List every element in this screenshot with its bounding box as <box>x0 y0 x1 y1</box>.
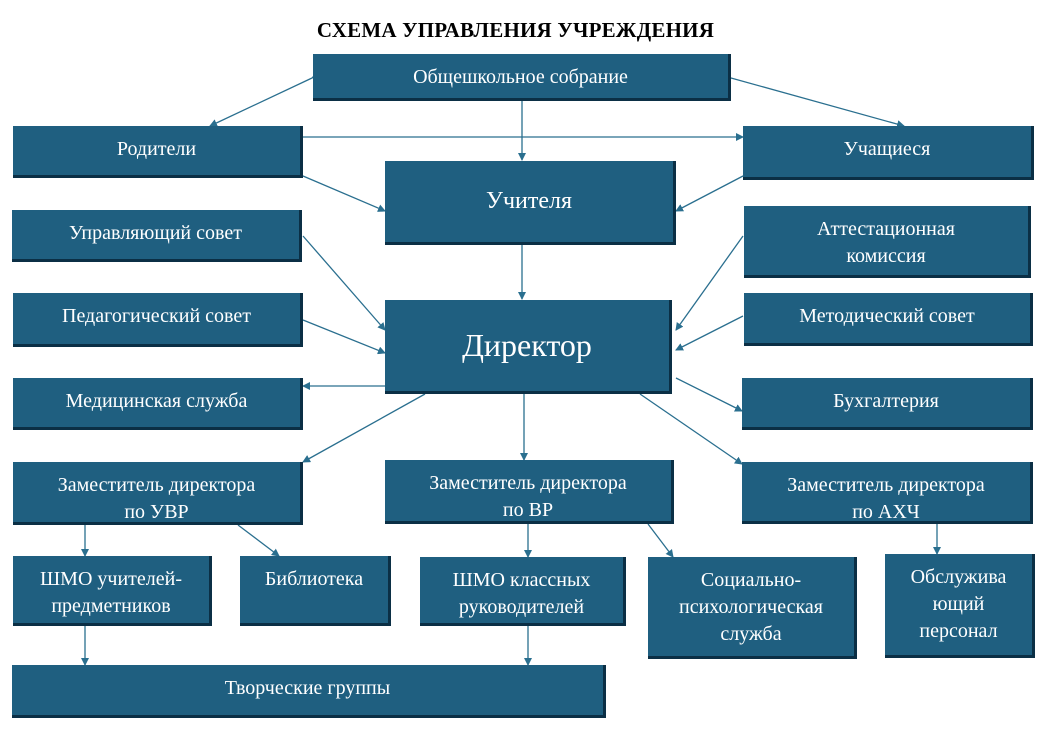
node-director: Директор <box>385 300 672 394</box>
arrow-parents-teachers <box>294 169 386 212</box>
arrow-director-deputy-ahch <box>639 393 743 465</box>
arrow-director-deputy-uvr <box>302 393 426 463</box>
node-library: Библиотека <box>240 556 391 626</box>
node-shmo-subject-teachers: ШМО учителей- предметников <box>13 556 212 626</box>
node-general-meeting: Общешкольное собрание <box>313 54 731 101</box>
node-attestation-commission: Аттестационная комиссия <box>744 206 1031 278</box>
arrow-director-accounting <box>675 377 743 412</box>
node-creative-groups: Творческие группы <box>12 665 606 718</box>
node-medical-service: Медицинская служба <box>13 378 303 430</box>
arrow-attestation-director <box>675 235 744 331</box>
arrow-meeting-students <box>723 72 905 128</box>
arrow-methodical-director <box>675 315 744 351</box>
node-governing-council: Управляющий совет <box>12 210 302 262</box>
arrow-meeting-parents <box>209 71 321 127</box>
node-teachers: Учителя <box>385 161 676 245</box>
diagram-title: СХЕМА УПРАВЛЕНИЯ УЧРЕЖДЕНИЯ <box>316 18 715 42</box>
node-deputy-ahch: Заместитель директора по АХЧ <box>742 462 1033 524</box>
node-pedagogical-council: Педагогический совет <box>13 293 303 347</box>
arrow-vr-social <box>647 523 674 558</box>
arrow-students-teachers <box>675 169 752 212</box>
node-shmo-class-teachers: ШМО классных руководителей <box>420 557 626 626</box>
arrow-governing-director <box>302 235 386 331</box>
arrow-uvr-library <box>237 524 280 557</box>
node-deputy-vr: Заместитель директора по ВР <box>385 460 674 524</box>
node-support-staff: Обслужива ющий персонал <box>885 554 1035 658</box>
node-parents: Родители <box>13 126 303 178</box>
node-social-psych-service: Социально- психологическая служба <box>648 557 857 659</box>
arrow-pedagogical-director <box>302 319 386 355</box>
node-methodical-council: Методический совет <box>744 293 1033 346</box>
node-deputy-uvr: Заместитель директора по УВР <box>13 462 303 525</box>
node-students: Учащиеся <box>743 126 1034 180</box>
node-accounting: Бухгалтерия <box>742 378 1033 430</box>
